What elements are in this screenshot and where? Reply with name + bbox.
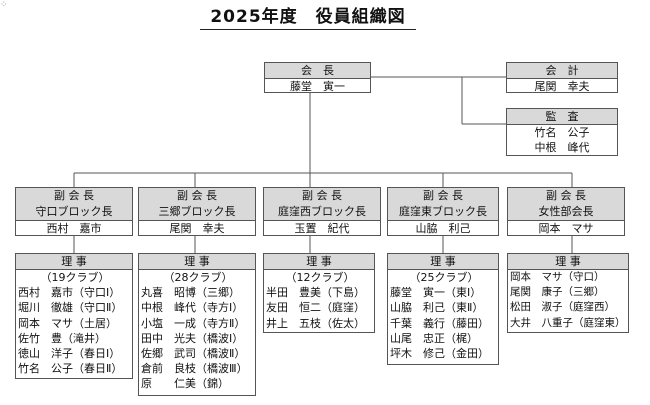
vp-role: 副 会 長 <box>54 189 94 202</box>
vp-role: 副 会 長 <box>546 189 586 202</box>
director-member: 藤堂 寅一（東Ⅰ） <box>390 286 482 300</box>
corner-mark: ⁘ <box>0 0 8 10</box>
vp-name: 尾関 幸夫 <box>169 222 225 235</box>
director-role: 理 事 <box>508 254 628 270</box>
vp-box-niwakubo-east: 副 会 長 庭窪東ブロック長 山脇 利己 <box>387 187 499 236</box>
vp-box-moriguchi: 副 会 長 守口ブロック長 西村 嘉市 <box>15 187 133 236</box>
director-member: 佐竹 豊（滝井） <box>18 331 106 345</box>
accountant-name: 尾関 幸夫 <box>534 80 590 93</box>
director-member: 岡本 マサ（土居） <box>18 316 117 330</box>
director-role: 理 事 <box>388 254 498 270</box>
director-box-niwakubo-east: 理 事 （25クラブ） 藤堂 寅一（東Ⅰ） 山脇 利己（東Ⅱ） 千葉 義行（藤田… <box>387 253 499 365</box>
vp-name: 玉置 紀代 <box>294 222 350 235</box>
director-member: 山尾 忠正（梶） <box>390 331 478 345</box>
director-member: 原 仁美（錦） <box>141 377 229 391</box>
president-role: 会 長 <box>265 63 370 79</box>
president-name: 藤堂 寅一 <box>290 80 345 93</box>
director-club-count: （25クラブ） <box>409 271 479 284</box>
vp-role: 副 会 長 <box>423 189 463 202</box>
vp-box-womens-section: 副 会 長 女性部会長 岡本 マサ <box>507 187 625 236</box>
vp-box-misato: 副 会 長 三郷ブロック長 尾関 幸夫 <box>138 187 256 236</box>
vp-role: 副 会 長 <box>177 189 217 202</box>
director-member: 坪木 修己（金田） <box>390 347 489 361</box>
vp-name: 西村 嘉市 <box>46 222 102 235</box>
vp-name: 山脇 利己 <box>415 222 471 235</box>
director-role: 理 事 <box>139 254 255 270</box>
director-club-count: （12クラブ） <box>285 271 355 284</box>
director-member: 徳山 洋子（春日Ⅰ） <box>18 347 121 361</box>
president-box: 会 長 藤堂 寅一 <box>264 62 371 93</box>
vp-title: 守口ブロック長 <box>35 205 113 218</box>
vp-title: 三郷ブロック長 <box>158 205 236 218</box>
director-member: 千葉 義行（藤田） <box>390 316 489 330</box>
director-member: 尾関 康子（三郷） <box>510 286 605 299</box>
director-member: 佐郷 武司（橋波Ⅱ） <box>141 347 246 361</box>
director-member: 大井 八重子（庭窪東） <box>510 316 626 329</box>
director-member: 岡本 マサ（守口） <box>510 271 605 283</box>
director-member: 堀川 徹雄（守口Ⅱ） <box>18 301 123 315</box>
vp-role: 副 会 長 <box>302 189 342 202</box>
director-member: 友田 恒二（庭窪） <box>266 301 365 315</box>
vp-title: 庭窪東ブロック長 <box>399 205 487 218</box>
auditor-role: 監 査 <box>507 109 617 125</box>
director-box-moriguchi: 理 事 （19クラブ） 西村 嘉市（守口Ⅰ） 堀川 徹雄（守口Ⅱ） 岡本 マサ（… <box>15 253 133 379</box>
director-member: 中根 峰代（寺方Ⅰ） <box>141 301 244 315</box>
accountant-role: 会 計 <box>507 63 617 79</box>
auditor-name: 竹名 公子 <box>534 126 590 139</box>
director-role: 理 事 <box>264 254 374 270</box>
director-box-niwakubo-west: 理 事 （12クラブ） 半田 豊美（下島） 友田 恒二（庭窪） 井上 五枝（佐太… <box>263 253 375 333</box>
director-member: 半田 豊美（下島） <box>266 286 365 300</box>
director-box-misato: 理 事 （28クラブ） 丸喜 昭博（三郷） 中根 峰代（寺方Ⅰ） 小塩 一成（寺… <box>138 253 256 396</box>
director-role: 理 事 <box>16 254 132 270</box>
director-member: 丸喜 昭博（三郷） <box>141 286 240 300</box>
director-member: 井上 五枝（佐太） <box>266 316 365 330</box>
vp-title: 女性部会長 <box>538 205 594 218</box>
vp-name: 岡本 マサ <box>538 222 594 235</box>
director-box-womens-section: 理 事 岡本 マサ（守口） 尾関 康子（三郷） 松田 淑子（庭窪西） 大井 八重… <box>507 253 629 333</box>
auditor-name: 中根 峰代 <box>534 141 590 154</box>
director-member: 竹名 公子（春日Ⅱ） <box>18 362 123 376</box>
director-member: 西村 嘉市（守口Ⅰ） <box>18 286 121 300</box>
page-title: 2025年度 役員組織図 <box>200 6 416 30</box>
auditor-box: 監 査 竹名 公子 中根 峰代 <box>506 108 618 156</box>
director-club-count: （19クラブ） <box>40 271 110 284</box>
vp-box-niwakubo-west: 副 会 長 庭窪西ブロック長 玉置 紀代 <box>263 187 381 236</box>
director-member: 田中 光夫（橋波Ⅰ） <box>141 331 244 345</box>
vp-title: 庭窪西ブロック長 <box>278 205 366 218</box>
accountant-box: 会 計 尾関 幸夫 <box>506 62 618 93</box>
director-member: 小塩 一成（寺方Ⅱ） <box>141 316 246 330</box>
director-member: 倉前 良枝（橋波Ⅲ） <box>141 362 248 376</box>
director-member: 山脇 利己（東Ⅱ） <box>390 301 484 315</box>
director-club-count: （28クラブ） <box>163 271 233 284</box>
director-member: 松田 淑子（庭窪西） <box>510 301 615 314</box>
